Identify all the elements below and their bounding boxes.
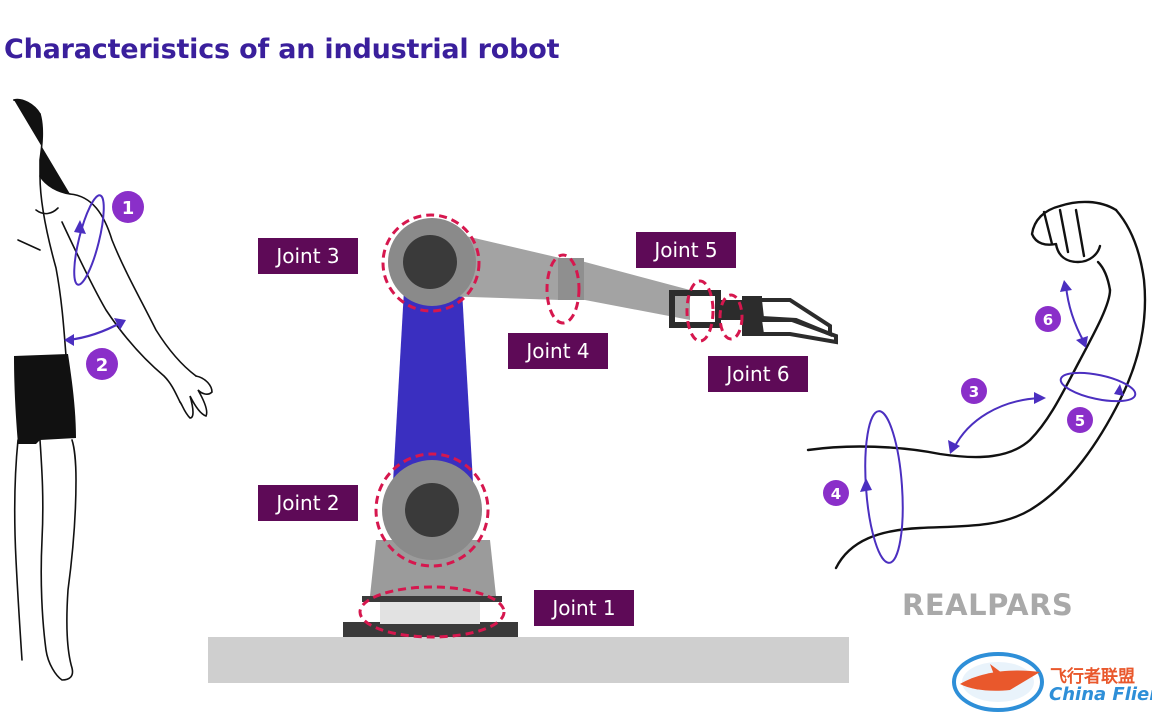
joint-3-label: Joint 3: [258, 238, 358, 274]
joint6-ring: [718, 293, 744, 341]
svg-text:1: 1: [122, 198, 135, 219]
joint-2-label: Joint 2: [258, 485, 358, 521]
shoulder-rotation-ellipse: [73, 194, 105, 286]
human-figure: [13, 98, 213, 681]
robot-lower-link: [392, 290, 474, 500]
robot-joint2-core: [405, 483, 459, 537]
human-shorts: [14, 354, 76, 444]
joint4-ring: [545, 253, 581, 325]
watermark-en: China Flier: [1049, 684, 1152, 705]
joint2-ring: [374, 452, 490, 568]
svg-text:3: 3: [969, 383, 979, 401]
floor-platform: [208, 637, 849, 683]
robot-joint3-core: [403, 235, 457, 289]
arm-arrowheads: [860, 280, 1124, 492]
joint-1-label: Joint 1: [534, 590, 634, 626]
arm-swing-arrowhead-left: [64, 334, 74, 346]
shoulder-rotation-arrowhead: [74, 220, 86, 234]
watermark-cn: 飞行者联盟: [1050, 667, 1135, 687]
page-title: Characteristics of an industrial robot: [4, 34, 560, 65]
flexed-arm-figure: [806, 200, 1147, 570]
joint1-ring: [358, 585, 506, 639]
svg-text:2: 2: [96, 355, 109, 376]
arm-badge-3: 3: [961, 378, 987, 404]
arm-badge-6: 6: [1035, 306, 1061, 332]
joint5-ring: [685, 279, 715, 343]
wrist-bend-arrow: [1065, 285, 1085, 343]
arm-badge-4: 4: [823, 480, 849, 506]
realpars-logo: REALPARS: [902, 588, 1074, 622]
svg-text:4: 4: [831, 485, 841, 503]
robot-base-riser: [380, 598, 480, 624]
svg-text:5: 5: [1075, 412, 1085, 430]
arm-badge-5: 5: [1067, 407, 1093, 433]
robot-base-plate: [343, 622, 518, 637]
forearm-rotation-ellipse: [1059, 371, 1137, 403]
svg-text:6: 6: [1043, 311, 1053, 329]
robot-joint-rings: [358, 213, 744, 639]
robot-end-effector: [669, 290, 838, 345]
elbow-bend-arrow: [953, 397, 1041, 449]
arm-swing-arrowhead-right: [114, 318, 126, 330]
body-badge-2: 2: [86, 348, 118, 380]
china-flier-logo: [952, 652, 1044, 712]
joint-6-label: Joint 6: [708, 356, 808, 392]
body-badge-1: 1: [112, 191, 144, 223]
joint3-ring: [381, 213, 481, 313]
joint-4-label: Joint 4: [508, 333, 608, 369]
joint-5-label: Joint 5: [636, 232, 736, 268]
arm-swing-arrow: [67, 321, 123, 342]
robot-base-top-plate: [362, 596, 502, 602]
